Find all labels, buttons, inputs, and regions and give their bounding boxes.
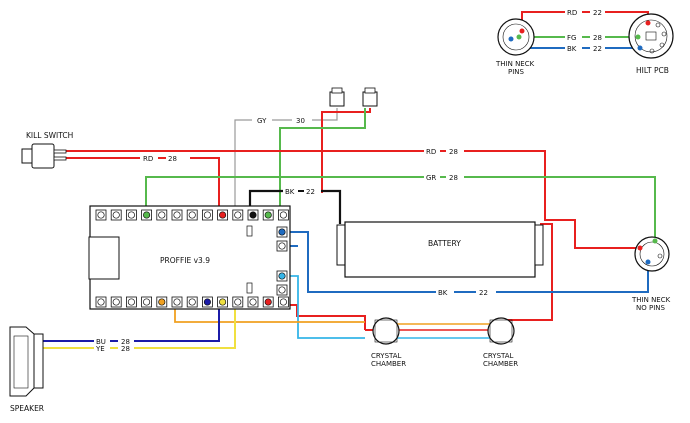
hilt-pcb: HILT PCB [628, 13, 674, 75]
battery-label: BATTERY [428, 239, 461, 248]
board-pin-dot [188, 298, 196, 306]
board-pin-dot [234, 298, 242, 306]
wire-label-green: GR 28 [424, 173, 464, 182]
board-pin-dot [127, 211, 135, 219]
board-pin-dot [219, 211, 227, 219]
wire-label-pcb-red-gauge: 22 [593, 9, 602, 17]
wire-label-gray-gauge: 30 [296, 117, 305, 125]
crystal-right-line1: CRYSTAL [483, 352, 514, 360]
crystal-right-line2: CHAMBER [483, 360, 518, 368]
wire-label-red-top: RD 28 [424, 147, 464, 156]
wire-lightblue [290, 275, 508, 339]
board-pin-dot [279, 298, 287, 306]
speaker: SPEAKER [9, 326, 44, 413]
thin-neck-no-pins-line1: THIN NECK [631, 296, 671, 304]
crystal-left-line1: CRYSTAL [371, 352, 402, 360]
speaker-label: SPEAKER [10, 404, 44, 413]
wire-label-green-gauge: 28 [449, 174, 458, 182]
board-pin-dot [97, 211, 105, 219]
kill-switch: KILL SWITCH [21, 131, 73, 169]
board-right-pins [276, 226, 288, 296]
top-connector-left [329, 87, 345, 107]
wire-blue-bottom [290, 231, 649, 293]
board-pin-dot [278, 286, 286, 294]
wire-label-red-kill-gauge: 28 [168, 155, 177, 163]
wire-label-speaker-blue: BU 28 [94, 337, 134, 346]
board-bottom-pins [95, 296, 289, 308]
board-pin-dot [234, 211, 242, 219]
wire-label-green-color: GR [426, 174, 436, 182]
wire-label-gray-color: GY [257, 117, 267, 125]
board-pin-dot [158, 298, 166, 306]
wire-label-pcb-green: FG 28 [565, 33, 605, 42]
board-pin-dot [278, 228, 286, 236]
board-pin-dot [173, 298, 181, 306]
board-pin-dot [97, 298, 105, 306]
wire-label-speaker-yellow-gauge: 28 [121, 345, 130, 353]
wire-label-speaker-blue-gauge: 28 [121, 338, 130, 346]
wire-label-red-kill-color: RD [143, 155, 153, 163]
crystal-chamber-left: CRYSTAL CHAMBER [371, 317, 406, 368]
crystal-chamber-right: CRYSTAL CHAMBER [483, 317, 518, 368]
wire-label-speaker-yellow-color: YE [95, 345, 105, 353]
board-pin-dot [203, 211, 211, 219]
thin-neck-pins: THIN NECK PINS [495, 18, 535, 76]
wire-label-black-bottom-color: BK [438, 289, 448, 297]
wire-label-black-bottom: BK 22 [436, 288, 496, 297]
board-pin-dot [203, 298, 211, 306]
wire-red-kill [66, 157, 220, 213]
wire-label-gray: GY 30 [252, 116, 312, 125]
board-pin-dot [264, 298, 272, 306]
wire-label-pcb-black: BK 22 [565, 44, 605, 53]
board-pin-dot [278, 242, 286, 250]
thin-neck-pins-line1: THIN NECK [495, 60, 535, 68]
wire-label-pcb-green-color: FG [567, 34, 576, 42]
thin-neck-no-pins: THIN NECK NO PINS [631, 236, 671, 312]
board-pin-dot [219, 298, 227, 306]
wire-label-red-kill: RD 28 [140, 154, 190, 163]
hilt-pcb-label: HILT PCB [636, 66, 669, 75]
board-pin-dot [249, 298, 257, 306]
wire-red-connector [321, 108, 371, 193]
board-pin-dot [112, 298, 120, 306]
board-pin-dot [278, 272, 286, 280]
board-pin-dot [143, 211, 151, 219]
thin-neck-no-pins-line2: NO PINS [636, 304, 665, 312]
board-pin-dot [264, 211, 272, 219]
board-pin-dot [158, 211, 166, 219]
wire-label-pcb-red: RD 22 [565, 8, 605, 17]
wire-label-pcb-red-color: RD [567, 9, 577, 17]
wire-green-long [145, 176, 656, 240]
wire-label-black-battery: BK 22 [283, 187, 321, 196]
top-connector-right [362, 87, 378, 107]
wire-label-speaker-yellow: YE 28 [94, 344, 134, 353]
board-label: PROFFIE v3.9 [160, 256, 210, 265]
board-pin-dot [279, 211, 287, 219]
board-pin-dot [188, 211, 196, 219]
crystal-left-line2: CHAMBER [371, 360, 406, 368]
wire-label-speaker-blue-color: BU [96, 338, 106, 346]
wire-label-red-top-gauge: 28 [449, 148, 458, 156]
board-pin-dot [173, 211, 181, 219]
wire-label-black-battery-color: BK [285, 188, 295, 196]
proffie-board: PROFFIE v3.9 [88, 205, 291, 310]
battery: BATTERY [336, 221, 544, 278]
wire-label-pcb-black-gauge: 22 [593, 45, 602, 53]
board-pin-dot [127, 298, 135, 306]
wire-label-red-top-color: RD [426, 148, 436, 156]
wire-label-black-battery-gauge: 22 [306, 188, 315, 196]
wire-label-pcb-green-gauge: 28 [593, 34, 602, 42]
kill-switch-label: KILL SWITCH [26, 131, 73, 140]
board-pin-dot [143, 298, 151, 306]
board-pin-dot [112, 211, 120, 219]
wire-label-black-bottom-gauge: 22 [479, 289, 488, 297]
board-pin-dot [249, 211, 257, 219]
board-top-pins [95, 209, 289, 221]
wire-red-top [66, 150, 640, 249]
wire-label-pcb-black-color: BK [567, 45, 577, 53]
wire-green-connector [279, 108, 366, 214]
thin-neck-pins-line2: PINS [508, 68, 525, 76]
